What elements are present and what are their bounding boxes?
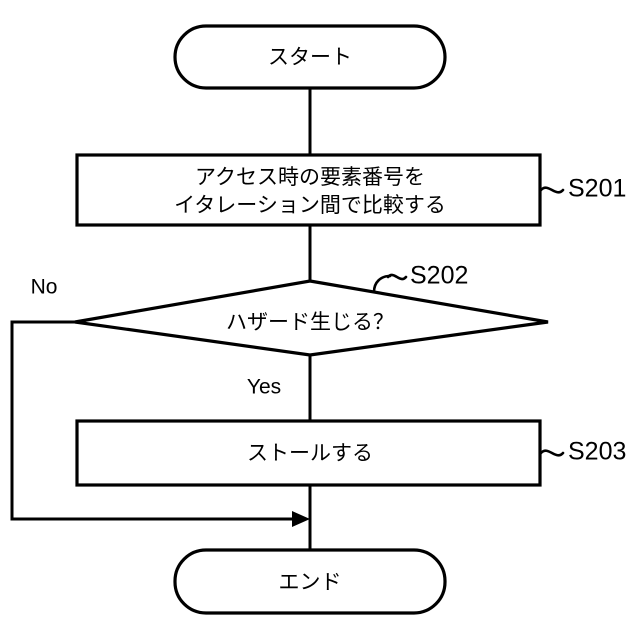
step-label-s202: S202	[410, 262, 468, 290]
leader-s202-tilde	[386, 273, 408, 281]
node-stall-label: ストールする	[247, 441, 373, 465]
step-label-s203: S203	[568, 438, 626, 466]
node-end[interactable]	[173, 548, 447, 615]
leader-s203	[539, 449, 565, 457]
branch-label-yes: Yes	[247, 376, 281, 399]
branch-label-no: No	[31, 276, 58, 299]
node-decision[interactable]	[74, 279, 549, 357]
node-compare-label-line1: アクセス時の要素番号を	[195, 165, 425, 189]
leader-s202-stem	[372, 274, 392, 294]
node-stall[interactable]	[75, 419, 542, 487]
node-start[interactable]	[173, 24, 447, 90]
node-end-label: エンド	[279, 570, 342, 594]
node-decision-label: ハザード生じる？	[226, 310, 394, 334]
step-label-s201: S201	[568, 175, 626, 203]
node-compare-label-line2: イタレーション間で比較する	[174, 193, 446, 217]
node-start-label: スタート	[268, 45, 352, 69]
arrowhead-no-bypass	[292, 511, 310, 527]
node-compare[interactable]	[75, 153, 542, 227]
leader-s201	[539, 186, 565, 194]
connector-decision-no-bypass	[10, 320, 300, 521]
